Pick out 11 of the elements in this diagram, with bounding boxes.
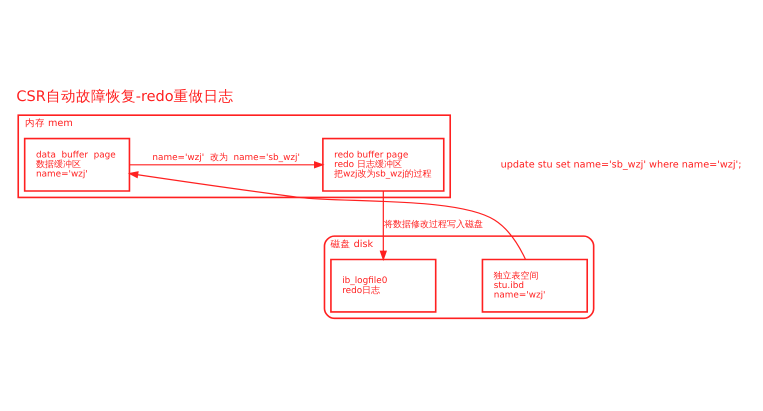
arrow [380,191,387,262]
node-box: data buffer page 数据缓冲区 name='wzj' [24,138,130,192]
arrow [128,171,526,260]
diagram-title: CSR自动故障恢复-redo重做日志 [16,89,234,106]
edge-label: 将数据修改过程写入磁盘 [384,220,483,230]
edge-label: name='wzj' 改为 name='sb_wzj' [152,152,300,163]
node-box: redo buffer page redo 日志缓冲区 把wzj改为sb_wzj的过程 [322,138,445,192]
label: update stu set name='sb_wzj' where name='wzj'; [500,159,742,170]
arrow [130,161,325,168]
node-box: 独立表空间 stu.ibd name='wzj' [482,258,588,313]
node-box: ib_logfile0 redo日志 [330,258,436,313]
